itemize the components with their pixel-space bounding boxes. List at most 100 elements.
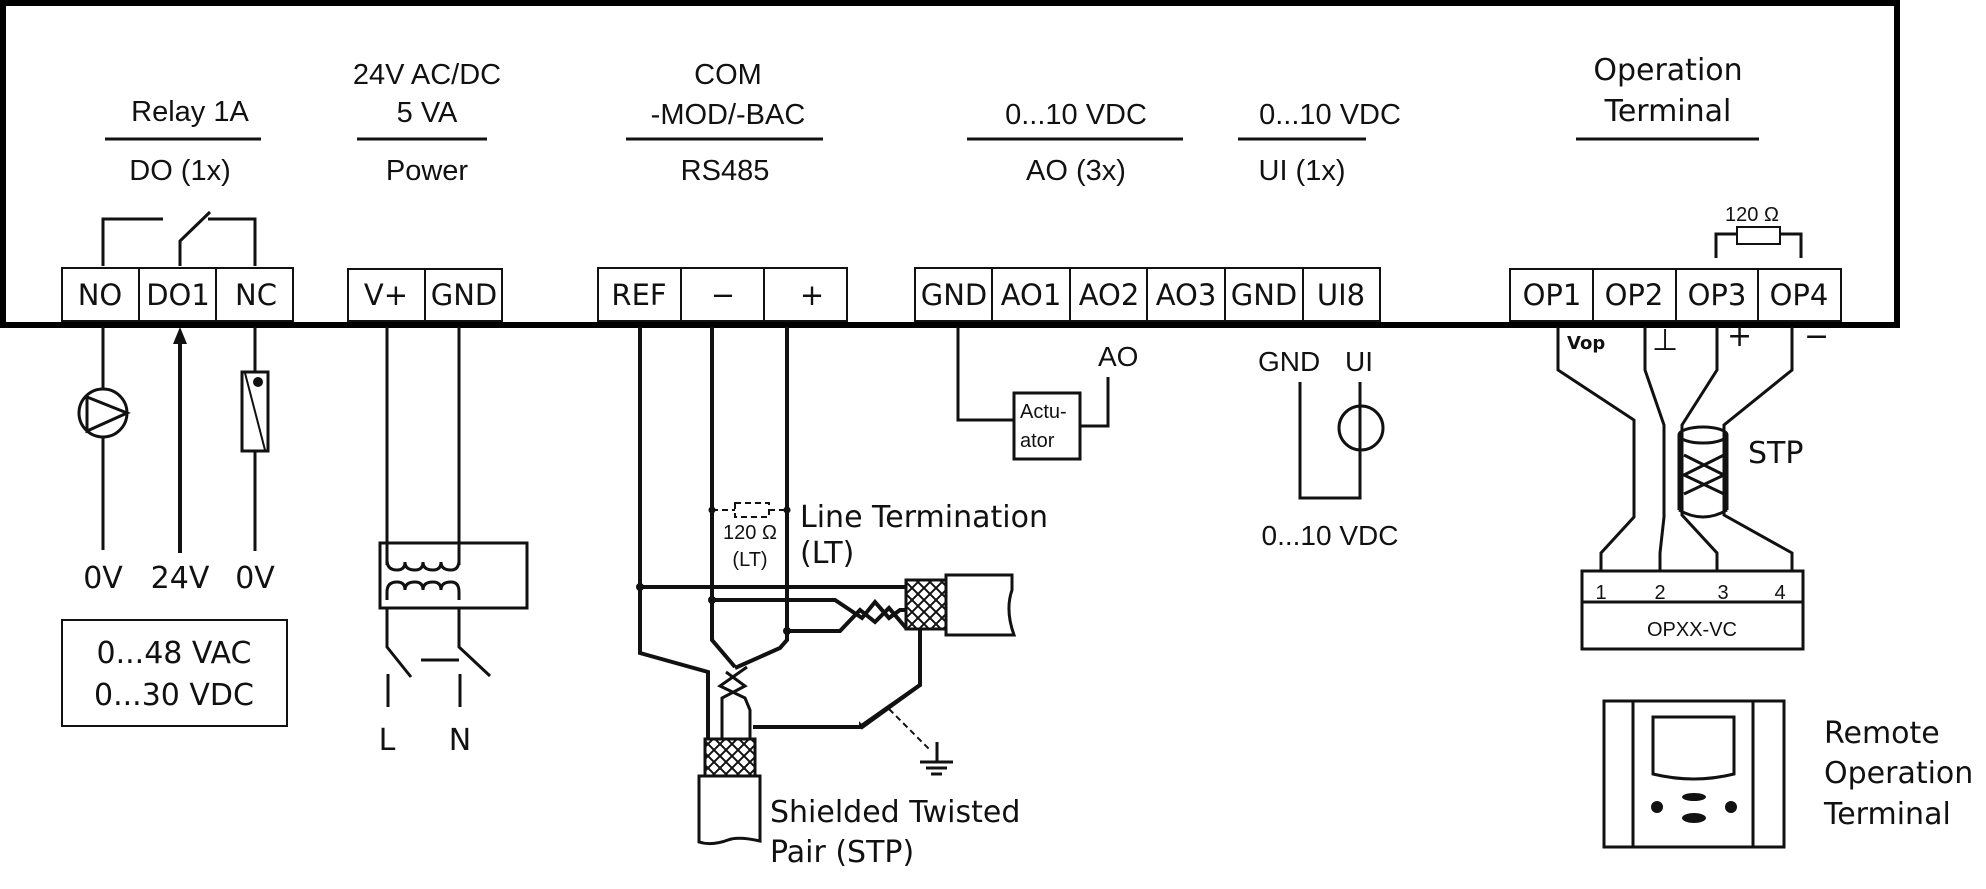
com-terminal-block: REF − + bbox=[597, 267, 848, 322]
pump-icon bbox=[77, 387, 131, 439]
terminal-power-gnd-label: GND bbox=[431, 278, 498, 312]
terminal-do1[interactable] bbox=[138, 267, 217, 322]
com-subtitle: RS485 bbox=[681, 155, 770, 187]
device-name: OPXX-VC bbox=[1647, 619, 1737, 641]
rs485-wiring: 120 Ω (LT) Line Termination (LT) Shielde… bbox=[636, 327, 1048, 870]
op-section-header: Operation Terminal bbox=[1576, 53, 1759, 141]
remote-label-line3: Terminal bbox=[1823, 797, 1951, 832]
opxx-device: 1 2 3 4 OPXX-VC bbox=[1580, 569, 1805, 651]
transformer-icon bbox=[378, 541, 529, 610]
terminal-ao-gnd[interactable] bbox=[914, 267, 993, 322]
terminal-plus[interactable] bbox=[763, 267, 848, 322]
voltage-label-nc: 0V bbox=[235, 561, 275, 596]
relay-subtitle: DO (1x) bbox=[129, 155, 231, 187]
terminal-no[interactable] bbox=[61, 267, 140, 322]
signal-label-vop: Vop bbox=[1567, 333, 1605, 354]
relay-title: Relay 1A bbox=[131, 96, 249, 128]
plus-to-cable bbox=[787, 605, 908, 633]
power-wiring: L N bbox=[378, 327, 529, 758]
io-terminal-block: GND AO1 AO2 AO3 GND UI8 bbox=[914, 267, 1381, 322]
power-terminal-block: V+ GND bbox=[347, 268, 503, 322]
remote-terminal-icon bbox=[1602, 699, 1786, 849]
relay-rating-box bbox=[61, 619, 288, 727]
terminal-nc-label: NC bbox=[235, 278, 277, 312]
terminal-ao-gnd-label: GND bbox=[921, 278, 988, 312]
twist-a bbox=[720, 670, 748, 739]
terminal-ao3-label: AO3 bbox=[1156, 278, 1217, 312]
junction-dot bbox=[783, 627, 791, 635]
line-l-label: L bbox=[379, 723, 396, 758]
relay-rating-line2: 0...30 VDC bbox=[94, 678, 254, 713]
terminal-ui8[interactable] bbox=[1302, 267, 1381, 322]
ao-wiring: Actu- ator AO bbox=[956, 327, 1138, 461]
terminal-op1-label: OP1 bbox=[1523, 278, 1582, 312]
line-n-label: N bbox=[449, 723, 471, 758]
terminal-nc[interactable] bbox=[215, 267, 294, 322]
voltage-source-icon bbox=[1337, 404, 1385, 452]
op2-wire bbox=[1643, 327, 1666, 571]
plus-wire bbox=[734, 327, 789, 670]
shielded-cable-icon bbox=[904, 573, 1017, 637]
ui-subtitle: UI (1x) bbox=[1259, 155, 1346, 187]
stp-cable-icon bbox=[1677, 425, 1729, 519]
controller-housing bbox=[0, 0, 1900, 328]
op1-wire bbox=[1556, 327, 1636, 571]
remote-label-line1: Remote bbox=[1824, 716, 1940, 751]
relay-wiring: 0V 24V 0V 0...48 VAC 0...30 VDC bbox=[61, 327, 288, 727]
actuator-label-line2: ator bbox=[1020, 430, 1055, 452]
op-wiring: Vop ⊥ + − STP 1 2 3 4 OPXX-VC bbox=[1556, 319, 1973, 849]
stp-label-line2: Pair (STP) bbox=[770, 835, 914, 870]
device-pin-4: 4 bbox=[1774, 582, 1785, 604]
shield-drain bbox=[753, 629, 922, 729]
op-terminal-block: OP1 OP2 OP3 OP4 120 Ω bbox=[1509, 204, 1842, 322]
termination-label-line1: Line Termination bbox=[800, 500, 1048, 535]
device-pin-2: 2 bbox=[1654, 582, 1665, 604]
terminal-ao1-label: AO1 bbox=[1001, 278, 1062, 312]
device-pin-1: 1 bbox=[1595, 582, 1606, 604]
switch-icon-n bbox=[457, 608, 492, 678]
voltage-label-no: 0V bbox=[83, 561, 123, 596]
op-title-line1: Operation bbox=[1593, 53, 1742, 88]
op3-wire bbox=[1680, 327, 1719, 571]
ao-title: 0...10 VDC bbox=[1005, 99, 1147, 131]
terminal-plus-label: + bbox=[800, 278, 824, 312]
terminal-v-plus[interactable] bbox=[347, 268, 426, 322]
com-section-header: COM -MOD/-BAC RS485 bbox=[626, 59, 823, 187]
actuator-label-line1: Actu- bbox=[1020, 401, 1067, 423]
lt-resistor-line2: (LT) bbox=[732, 549, 767, 571]
ui-gnd-label: GND bbox=[1258, 346, 1320, 377]
junction-dot bbox=[708, 596, 716, 604]
stp-label: STP bbox=[1748, 436, 1803, 471]
stp-label-line1: Shielded Twisted bbox=[770, 795, 1020, 830]
termination-label-line2: (LT) bbox=[800, 536, 854, 571]
terminal-power-gnd[interactable] bbox=[424, 268, 503, 322]
ui-section-header: 0...10 VDC UI (1x) bbox=[1238, 99, 1401, 187]
ao-subtitle: AO (3x) bbox=[1026, 155, 1126, 187]
op-resistor-label: 120 Ω bbox=[1725, 204, 1779, 226]
junction-dot bbox=[636, 583, 644, 591]
ui-wiring: GND UI 0...10 VDC bbox=[1258, 346, 1398, 551]
relay-rating-line1: 0...48 VAC bbox=[97, 636, 252, 671]
signal-label-gnd: ⊥ bbox=[1652, 323, 1678, 358]
voltage-label-do1: 24V bbox=[151, 561, 210, 596]
twist-b bbox=[717, 665, 752, 739]
terminal-ao2[interactable] bbox=[1069, 267, 1148, 322]
ao-section-header: 0...10 VDC AO (3x) bbox=[967, 99, 1183, 187]
signal-label-plus: + bbox=[1727, 319, 1752, 354]
terminal-op2[interactable] bbox=[1592, 268, 1677, 322]
ao-output-label: AO bbox=[1098, 341, 1138, 372]
relay-terminal-block: NO DO1 NC bbox=[61, 210, 294, 322]
terminal-ao2-label: AO2 bbox=[1079, 278, 1140, 312]
terminal-ui-gnd[interactable] bbox=[1224, 267, 1304, 322]
op-resistor-leads bbox=[1714, 232, 1803, 258]
ui-ui-label: UI bbox=[1345, 346, 1373, 377]
terminal-op4[interactable] bbox=[1757, 268, 1842, 322]
terminal-ref[interactable] bbox=[597, 267, 682, 322]
relay-no-contact bbox=[101, 217, 163, 266]
terminal-op3[interactable] bbox=[1675, 268, 1759, 322]
terminal-minus-label: − bbox=[711, 278, 735, 312]
resistor-icon bbox=[1736, 226, 1781, 245]
power-section-header: 24V AC/DC 5 VA Power bbox=[353, 59, 501, 187]
power-title-line1: 24V AC/DC bbox=[353, 59, 501, 91]
